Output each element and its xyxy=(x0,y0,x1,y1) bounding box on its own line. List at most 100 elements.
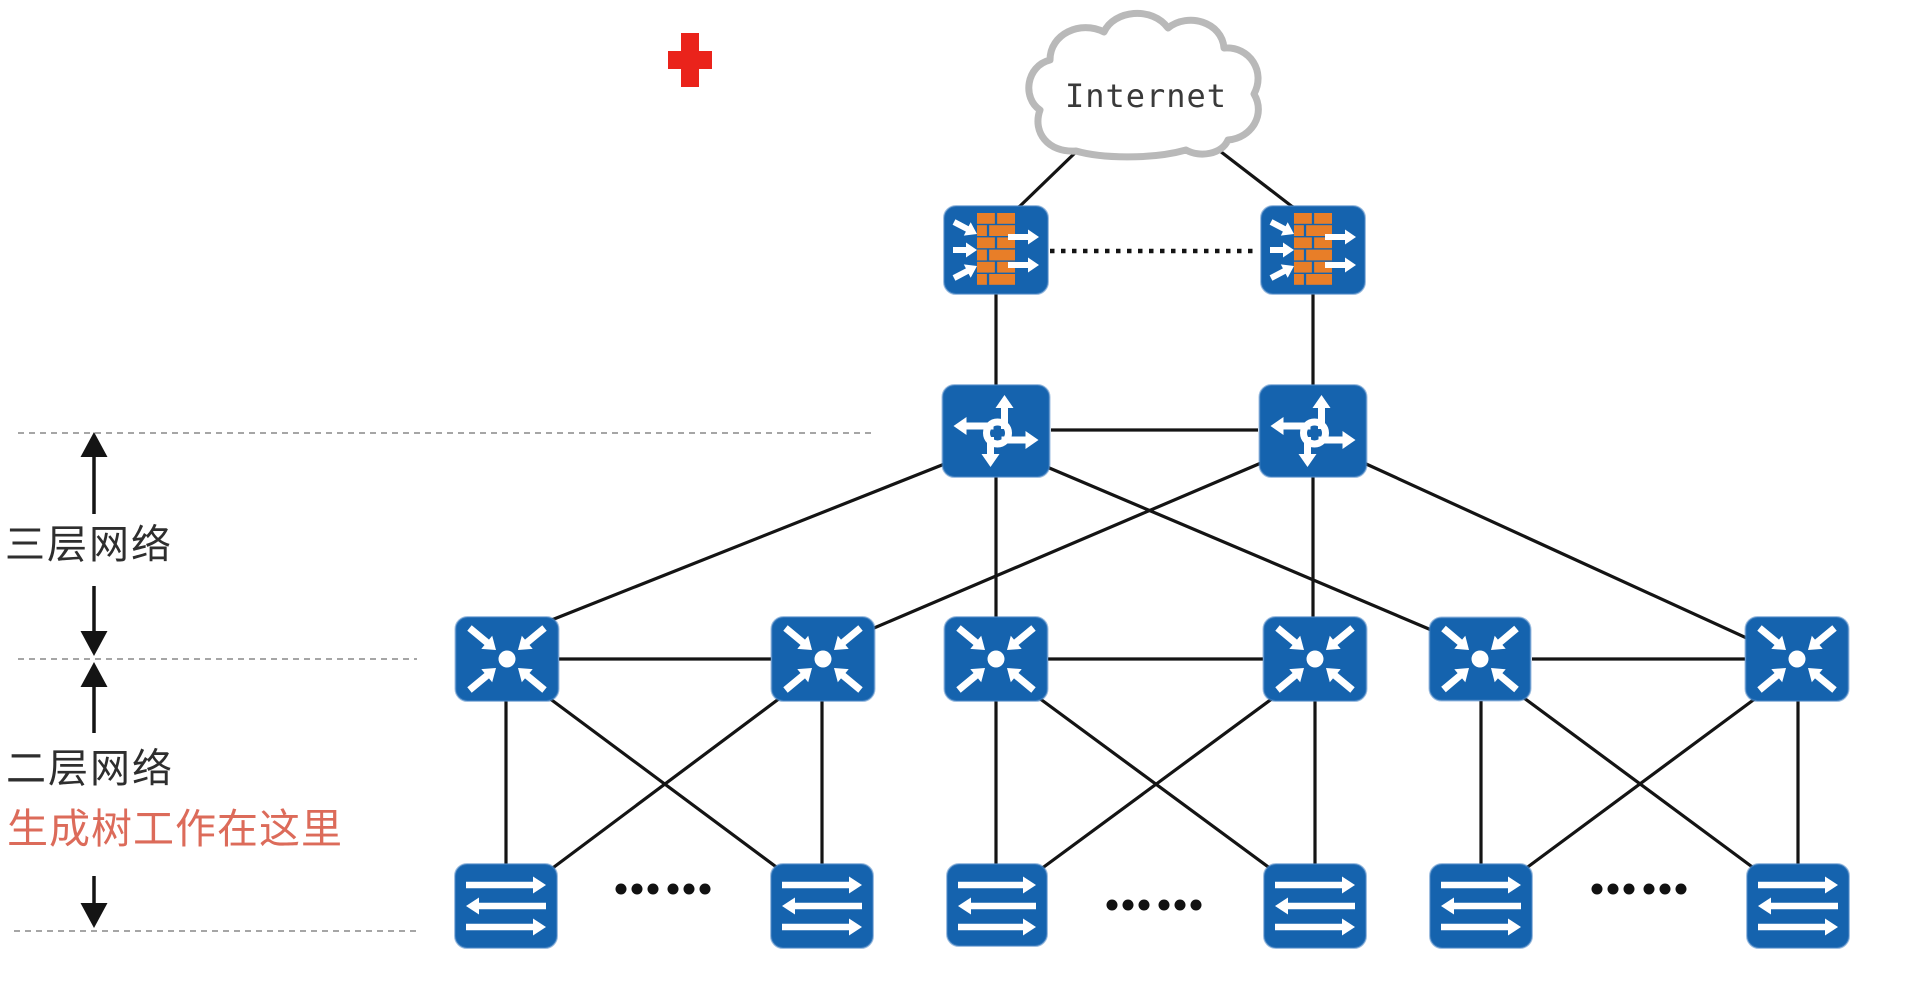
access-switch-5 xyxy=(1429,863,1533,949)
router-ring xyxy=(983,418,1012,448)
brick xyxy=(1294,237,1312,249)
agg-switch-1 xyxy=(454,616,560,702)
access-switch-4 xyxy=(1263,863,1367,949)
brick xyxy=(989,274,1015,285)
arrow-glyph xyxy=(1326,668,1355,693)
arrow-glyph xyxy=(834,625,863,650)
link-router1-agg5 xyxy=(1046,465,1437,634)
dot xyxy=(667,883,679,895)
internet-cloud xyxy=(1025,10,1262,161)
arrow-glyph xyxy=(1008,257,1039,273)
router-icon xyxy=(953,395,1039,467)
brick xyxy=(1306,274,1332,285)
dot xyxy=(1122,899,1134,911)
brick xyxy=(997,213,1015,224)
access-switch-icon xyxy=(958,876,1036,936)
brick xyxy=(997,261,1015,273)
firewall-icon xyxy=(952,213,1039,285)
aggregation-switch-icon xyxy=(1275,625,1355,693)
layer2-network-label: 二层网络 xyxy=(6,747,174,791)
arrow-glyph xyxy=(1757,625,1786,650)
arrow-glyph xyxy=(952,219,977,236)
arrow-glyph xyxy=(1491,668,1519,693)
arrow-glyph xyxy=(466,918,546,936)
arrow-glyph xyxy=(1325,257,1356,273)
brick xyxy=(977,261,995,273)
arrow-glyph xyxy=(1312,395,1331,429)
arrow-glyph xyxy=(1001,431,1039,449)
center-dot xyxy=(1471,650,1489,668)
dot xyxy=(1675,883,1687,895)
center-dot xyxy=(498,650,516,668)
node-box xyxy=(941,384,1051,478)
arrow-glyph xyxy=(953,242,977,258)
arrow-glyph xyxy=(956,668,985,693)
arrow-glyph xyxy=(958,897,1036,915)
brick xyxy=(1294,261,1312,273)
brick xyxy=(1306,225,1332,236)
dot xyxy=(647,883,659,895)
arrow-glyph xyxy=(981,437,1000,467)
ellipsis-dots xyxy=(1106,899,1202,911)
access-switch-icon xyxy=(782,876,862,936)
access-switch-icon xyxy=(1275,876,1355,936)
access-switch-icon xyxy=(1758,876,1838,936)
access-switch-icon xyxy=(466,876,546,936)
dot xyxy=(1138,899,1150,911)
arrow-glyph xyxy=(1275,918,1355,936)
agg-switch-4 xyxy=(1262,616,1368,702)
aggregation-switch-icon xyxy=(467,625,547,693)
arrow-glyph xyxy=(956,625,985,650)
link-router2-agg2 xyxy=(866,461,1262,633)
brick xyxy=(997,237,1015,249)
arrow-glyph xyxy=(1441,897,1521,915)
arrow-glyph xyxy=(1007,668,1036,693)
link-internet-firewall1 xyxy=(1016,148,1080,210)
link-agg6-access5 xyxy=(1524,696,1757,871)
aggregation-switch-icon xyxy=(783,625,863,693)
arrow-glyph xyxy=(1298,437,1317,467)
brick xyxy=(989,225,1015,236)
arrow-glyph xyxy=(834,668,863,693)
aggregation-switch-icon xyxy=(956,625,1036,693)
link-agg2-access1 xyxy=(549,696,781,872)
arrow-glyph xyxy=(466,876,546,894)
dot xyxy=(1158,899,1170,911)
arrow-glyph xyxy=(1275,876,1355,894)
layer-range-arrowhead xyxy=(80,432,108,457)
brick xyxy=(977,249,987,261)
arrow-glyph xyxy=(958,876,1036,894)
center-dot xyxy=(1788,650,1806,668)
brick xyxy=(977,274,987,285)
arrow-glyph xyxy=(518,668,547,693)
arrow-glyph xyxy=(1270,417,1311,435)
dot xyxy=(699,883,711,895)
arrow-glyph xyxy=(1758,876,1838,894)
node-box xyxy=(1258,384,1368,478)
brick xyxy=(977,213,995,224)
firewall-1 xyxy=(943,205,1049,295)
agg-switch-3 xyxy=(943,616,1049,702)
arrow-glyph xyxy=(952,264,977,281)
arrow-glyph xyxy=(1275,625,1304,650)
dot xyxy=(1106,899,1118,911)
brick xyxy=(1314,237,1332,249)
arrow-glyph xyxy=(518,625,547,650)
dot xyxy=(1174,899,1186,911)
router-icon xyxy=(1270,395,1356,467)
access-switch-icon xyxy=(1441,876,1521,936)
agg-switch-5 xyxy=(1428,616,1532,702)
arrow-glyph xyxy=(1270,242,1294,258)
dot xyxy=(1623,883,1635,895)
access-switch-3 xyxy=(946,863,1048,947)
agg-switch-2 xyxy=(770,616,876,702)
brick xyxy=(1294,274,1304,285)
arrow-glyph xyxy=(782,876,862,894)
access-switch-1 xyxy=(454,863,558,949)
brick xyxy=(1294,249,1304,261)
arrow-glyph xyxy=(1275,897,1355,915)
arrow-glyph xyxy=(1758,897,1838,915)
arrow-glyph xyxy=(466,897,546,915)
dot xyxy=(1190,899,1202,911)
